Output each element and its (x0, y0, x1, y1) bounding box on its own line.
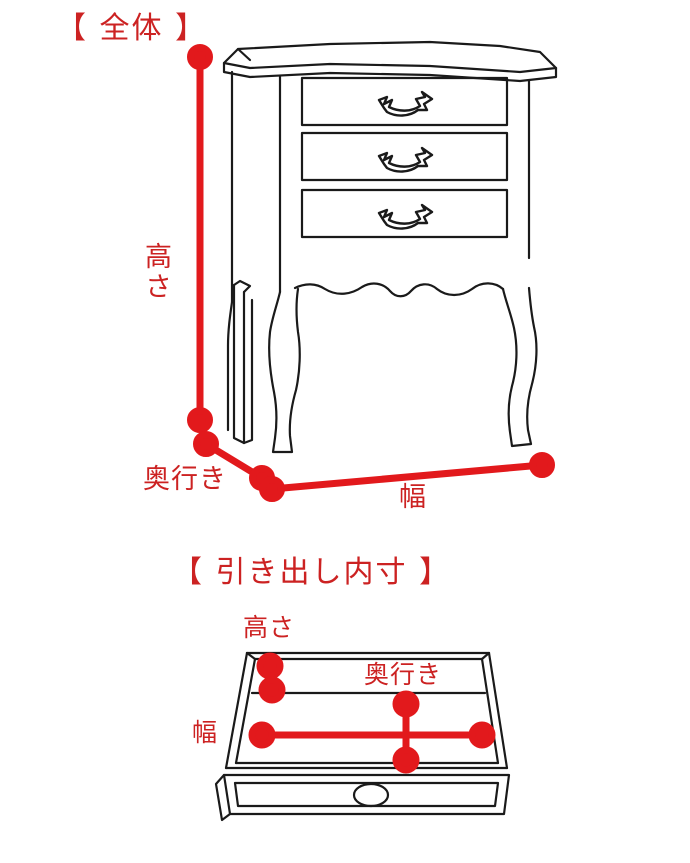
drawer-width-label: 幅 (192, 718, 219, 747)
drawer-depth-label: 奥行き (364, 660, 443, 689)
drawer-outer-left-wall (224, 651, 249, 770)
drawer-height-measure-dot-bottom (258, 676, 286, 704)
overall-width-label: 幅 (399, 482, 427, 513)
overall-section-title: 【 全体 】 (56, 11, 208, 46)
cabinet-back-panel-top (232, 279, 252, 294)
overall-depth-label: 奥行き (143, 464, 227, 495)
drawer-width-measure-dot-left (248, 721, 276, 749)
drawer-handle-3 (377, 203, 434, 230)
drawer-front-left-return (214, 773, 232, 822)
drawer-right-wall-cap (480, 651, 491, 661)
drawer-inner-left-wall (234, 657, 257, 765)
cabinet-right-leg (501, 286, 538, 448)
height-measure-dot-top (187, 44, 213, 70)
drawer-depth-measure-dot-front (392, 746, 420, 774)
width-measure-dot-right (529, 452, 555, 478)
cabinet-left-leg (268, 287, 301, 454)
overall-height-label: 高さ (140, 242, 171, 302)
drawer-height-measure-dot-top (256, 652, 284, 680)
drawer-handle-1 (377, 90, 434, 117)
overall-measure-lines (187, 44, 555, 502)
drawer-left-wall-cap (245, 651, 257, 661)
height-measure-dot-bottom (187, 407, 213, 433)
cabinet-top-front-edge (222, 61, 558, 83)
depth-measure-dot-rear (193, 431, 219, 457)
cabinet-top-rear-line (236, 47, 252, 62)
drawer-front-2 (300, 131, 509, 182)
cabinet-top-surface (222, 40, 558, 74)
drawer-outer-right-wall (487, 651, 509, 770)
drawer-front-1 (300, 76, 509, 127)
width-measure-dot-left (259, 476, 285, 502)
drawer-box-illustration (214, 651, 511, 822)
drawer-measure-lines (248, 652, 496, 774)
width-measure-line (268, 461, 546, 493)
drawer-front-face-inner (233, 781, 500, 808)
drawer-knob (352, 782, 390, 808)
drawer-front-face (222, 773, 511, 816)
drawer-height-label: 高さ (243, 613, 296, 642)
drawer-front-3 (300, 188, 509, 239)
cabinet-rear-left-leg (226, 300, 234, 432)
drawer-handle-2 (377, 146, 434, 173)
cabinet-illustration (222, 40, 558, 454)
cabinet-back-panel-edge (232, 283, 246, 445)
drawer-inner-right-wall (480, 657, 500, 765)
drawer-depth-measure-dot-back (392, 690, 420, 718)
drawer-width-measure-dot-right (468, 721, 496, 749)
cabinet-apron-scallop (293, 282, 505, 298)
drawer-section-title: 【 引き出し内寸 】 (172, 555, 452, 590)
cabinet-back-panel-foot (242, 298, 254, 445)
